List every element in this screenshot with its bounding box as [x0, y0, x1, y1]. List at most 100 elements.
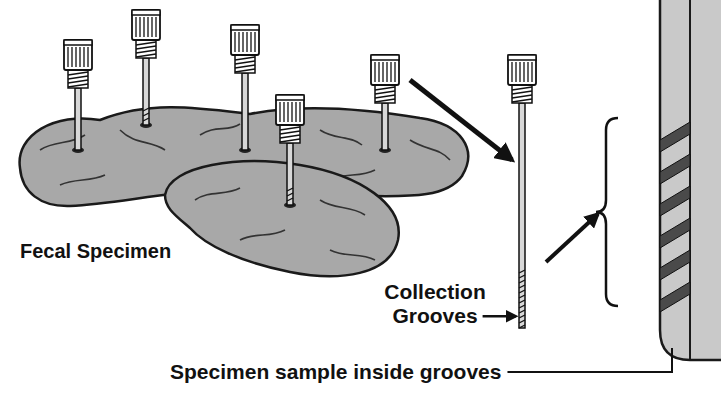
thread-line [136, 42, 156, 45]
knurl-line [382, 62, 383, 82]
thread-line [235, 65, 255, 68]
thread-line [375, 91, 395, 94]
thread-line [68, 80, 88, 83]
knurl-line [238, 32, 239, 52]
cap-rim [231, 25, 259, 30]
groove-line [519, 295, 525, 298]
groove-line [143, 113, 149, 116]
knurl-line [67, 47, 68, 67]
leader-lines [483, 316, 672, 372]
thread-line [512, 99, 532, 102]
thread-line [136, 50, 156, 53]
groove-band [660, 218, 690, 248]
groove-line [287, 198, 293, 201]
knurl-line [254, 32, 255, 52]
knurl-line [83, 47, 84, 67]
knurl-line [386, 62, 387, 82]
bracket [596, 118, 618, 306]
groove-band [660, 122, 690, 152]
probe [508, 55, 536, 328]
knurl-line [143, 17, 144, 37]
knurl-line [151, 17, 152, 37]
probe-thread [512, 85, 532, 103]
cap-rim [508, 55, 536, 60]
groove-line [519, 290, 525, 293]
thread-line [235, 69, 255, 72]
knurl-line [523, 62, 524, 82]
knurl-line [71, 47, 72, 67]
probe-thread [68, 70, 88, 88]
knurl-line [139, 17, 140, 37]
probe [371, 55, 399, 150]
cap-rim [371, 55, 399, 60]
groove-band [660, 154, 690, 184]
probe-shaft [382, 103, 388, 150]
knurl-line [390, 62, 391, 82]
thread-line [68, 76, 88, 79]
leader-line [507, 348, 672, 372]
specimen-creases [195, 188, 375, 260]
sample-label: Specimen sample inside grooves [170, 360, 501, 384]
groove-line [143, 108, 149, 111]
cap-rim [132, 10, 160, 15]
knurl-line [242, 32, 243, 52]
knurl-line [295, 102, 296, 122]
groove-line [519, 275, 525, 278]
knurl-line [394, 62, 395, 82]
probe-shaft [287, 143, 293, 205]
groove-line [519, 285, 525, 288]
knurl-line [511, 62, 512, 82]
thread-line [375, 87, 395, 90]
groove-line [519, 325, 525, 328]
probe-shaft [75, 88, 81, 150]
thread-line [280, 131, 300, 134]
knurl-line [283, 102, 284, 122]
thread-line [512, 95, 532, 98]
thread-line [235, 61, 255, 64]
groove-line [287, 188, 293, 191]
knurl-line [234, 32, 235, 52]
thread-line [375, 95, 395, 98]
collection-probes [64, 10, 536, 328]
thread-line [68, 84, 88, 87]
knurl-line [515, 62, 516, 82]
knurl-line [287, 102, 288, 122]
groove-line [519, 280, 525, 283]
groove-line [519, 310, 525, 313]
knurl-line [250, 32, 251, 52]
thread-line [68, 72, 88, 75]
knurl-line [527, 62, 528, 82]
thread-line [280, 127, 300, 130]
groove-line [519, 320, 525, 323]
thread-line [235, 57, 255, 60]
knurl-line [299, 102, 300, 122]
groove-line [519, 315, 525, 318]
groove-line [143, 118, 149, 121]
probe [132, 10, 160, 125]
probe-core [689, 0, 691, 360]
knurl-line [75, 47, 76, 67]
knurl-line [519, 62, 520, 82]
probe-thread [136, 40, 156, 58]
probe-thread [375, 85, 395, 103]
zoomed-probe-tip [660, 0, 721, 360]
probe [231, 25, 259, 150]
thread-line [136, 46, 156, 49]
probe-thread [280, 125, 300, 143]
probe-cap [231, 25, 259, 55]
groove-band [660, 186, 690, 216]
thread-line [136, 54, 156, 57]
knurl-line [79, 47, 80, 67]
groove-line [287, 193, 293, 196]
probe-shaft [519, 103, 525, 328]
groove-line [519, 300, 525, 303]
knurl-line [279, 102, 280, 122]
thread-line [375, 99, 395, 102]
fecal-specimen-front [165, 161, 399, 276]
probe-thread [235, 55, 255, 73]
probe [276, 95, 304, 205]
cap-rim [64, 40, 92, 45]
probe-cap [276, 95, 304, 125]
